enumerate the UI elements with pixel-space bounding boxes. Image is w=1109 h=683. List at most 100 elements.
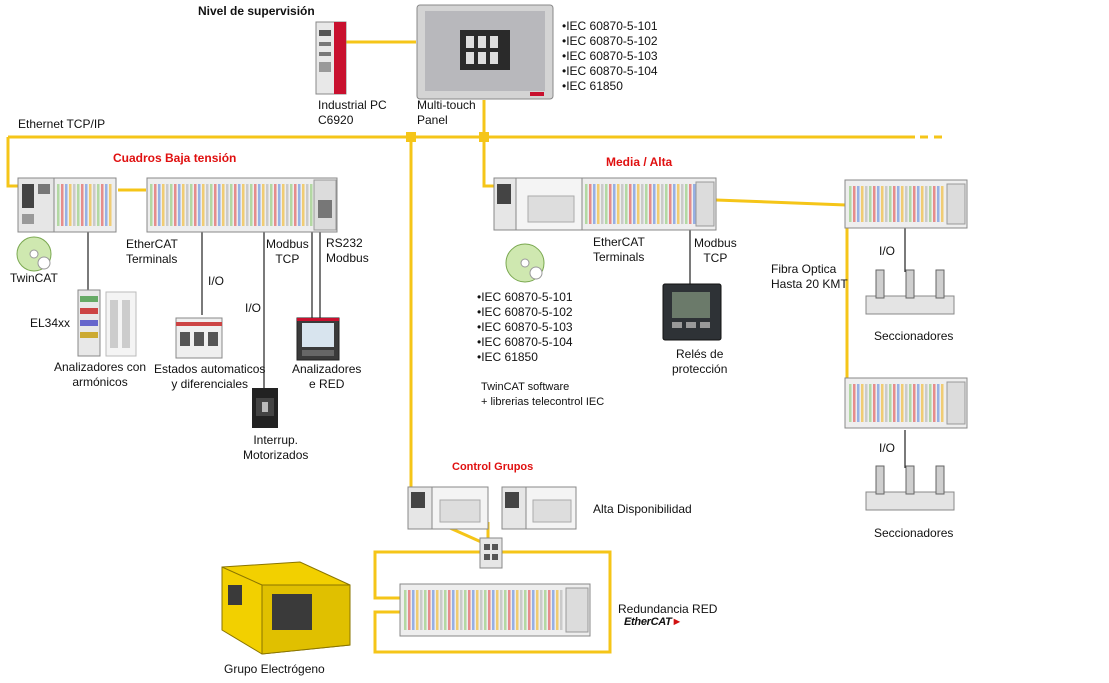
ethercat-logo-text: EtherCAT [624, 616, 672, 628]
terminal-module [480, 590, 483, 630]
terminal-module [613, 184, 616, 224]
terminal-module [673, 184, 676, 224]
group-controller-a [407, 486, 489, 530]
terminal-module [286, 184, 289, 226]
terminal-module [500, 590, 503, 630]
terminal-module [921, 384, 924, 422]
industrial-pc-label: Industrial PC C6920 [318, 98, 387, 127]
terminal-module [857, 186, 860, 222]
terminal-module [282, 184, 285, 226]
auto-diff-states-label: Estados automaticos y diferenciales [154, 362, 266, 391]
terminal-module [649, 184, 652, 224]
terminal-module [685, 184, 688, 224]
terminal-module [617, 184, 620, 224]
terminal-module [150, 184, 153, 226]
terminal-module [941, 186, 944, 222]
rs232-modbus-label: RS232 Modbus [326, 236, 369, 265]
terminal-module [270, 184, 273, 226]
generator-set [221, 561, 351, 655]
terminal-module [881, 384, 884, 422]
insulator-post [905, 465, 915, 495]
terminal-module [621, 184, 624, 224]
terminal-module [226, 184, 229, 226]
terminal-module [448, 590, 451, 630]
terminal-module [258, 184, 261, 226]
iec-item: •IEC 60870-5-101 [477, 290, 573, 304]
high-availability-label: Alta Disponibilidad [593, 502, 692, 516]
terminal-module [278, 184, 281, 226]
disconnectors-label-1: Seccionadores [874, 329, 954, 343]
terminal-module [472, 590, 475, 630]
el34xx-modules [77, 289, 137, 357]
terminal-module [512, 590, 515, 630]
terminal-module [653, 184, 656, 224]
terminal-module [877, 186, 880, 222]
terminal-module [917, 186, 920, 222]
terminal-module [593, 184, 596, 224]
terminal-module [234, 184, 237, 226]
red-redundancy-label: Redundancia RED [618, 602, 718, 616]
disconnectors-label-2: Seccionadores [874, 526, 954, 540]
iec-item: •IEC 61850 [477, 350, 538, 364]
iec-item: •IEC 60870-5-101 [562, 19, 658, 33]
modbus-tcp-left-label: Modbus TCP [266, 237, 309, 266]
terminal-module [641, 184, 644, 224]
multitouch-panel-label: Multi-touch Panel [417, 98, 476, 127]
terminal-module [897, 186, 900, 222]
terminal-module [89, 184, 92, 226]
twincat-cd-left [16, 236, 52, 272]
motorized-breaker [252, 388, 278, 428]
terminal-module [853, 384, 856, 422]
ethercat-logo-mark: ► [671, 616, 683, 628]
terminal-module [250, 184, 253, 226]
terminal-module [57, 184, 60, 226]
bus-junction [406, 132, 416, 142]
terminal-module [560, 590, 563, 630]
terminal-module [444, 590, 447, 630]
terminal-module [933, 384, 936, 422]
terminal-module [440, 590, 443, 630]
bus-junction [479, 132, 489, 142]
terminal-module [416, 590, 419, 630]
terminal-module [109, 184, 112, 226]
terminal-module [310, 184, 313, 226]
terminal-module [81, 184, 84, 226]
terminal-module [885, 186, 888, 222]
terminal-module [929, 186, 932, 222]
terminal-module [198, 184, 201, 226]
terminal-module [889, 384, 892, 422]
terminal-module [266, 184, 269, 226]
terminal-module [158, 184, 161, 226]
terminal-module [190, 184, 193, 226]
terminal-module [516, 590, 519, 630]
terminal-module [633, 184, 636, 224]
terminal-module [873, 186, 876, 222]
terminal-module [302, 184, 305, 226]
terminal-module [869, 186, 872, 222]
terminal-module [897, 384, 900, 422]
terminal-module [412, 590, 415, 630]
ethercat-switch [479, 537, 503, 569]
ethercat-terminals-mid-label: EtherCAT Terminals [593, 235, 645, 264]
io-label-2: I/O [245, 301, 262, 315]
terminal-module [218, 184, 221, 226]
terminal-module [857, 384, 860, 422]
terminal-module [889, 186, 892, 222]
terminal-module [496, 590, 499, 630]
iec-item: •IEC 60870-5-104 [562, 64, 658, 78]
terminal-module [424, 590, 427, 630]
circuit-breakers [175, 317, 223, 359]
terminal-module [436, 590, 439, 630]
terminal-module [508, 590, 511, 630]
protection-relays-label: Relés de protección [672, 347, 728, 376]
medium-high-heading: Media / Alta [606, 155, 673, 169]
insulator-post [875, 269, 885, 299]
terminal-module [677, 184, 680, 224]
motorized-breakers-label: Interrup. Motorizados [243, 433, 309, 462]
terminal-module [893, 186, 896, 222]
terminal-module [625, 184, 628, 224]
terminal-module [905, 384, 908, 422]
protection-relay [662, 283, 722, 341]
terminal-module [605, 184, 608, 224]
twincat-cd-mid [505, 243, 545, 283]
